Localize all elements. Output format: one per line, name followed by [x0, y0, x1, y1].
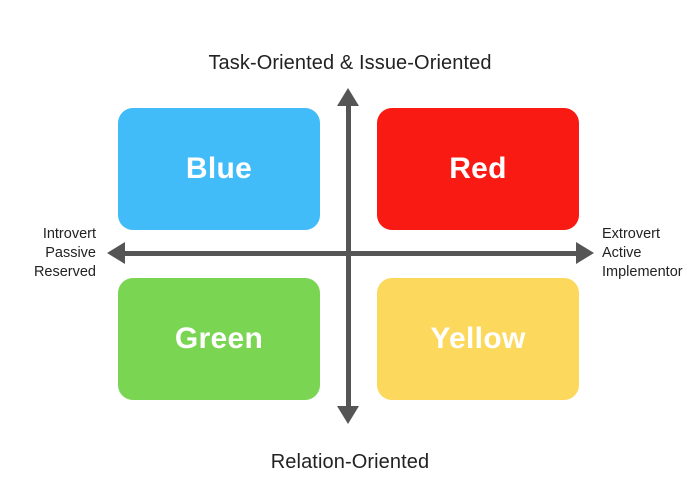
vertical-axis-top-label: Task-Oriented & Issue-Oriented	[208, 52, 492, 74]
right-label-active: Active	[602, 245, 642, 261]
vertical-axis-bottom-label: Relation-Oriented	[270, 451, 430, 473]
left-label-introvert: Introvert	[42, 226, 96, 242]
quadrant-green[interactable]: Green	[118, 278, 320, 400]
quadrant-blue[interactable]: Blue	[118, 108, 320, 230]
quadrant-yellow[interactable]: Yellow	[377, 278, 579, 400]
horizontal-axis-right-labels: Extrovert Active Implementor	[602, 225, 700, 282]
quadrant-red-label: Red	[449, 152, 507, 185]
quadrant-blue-label: Blue	[185, 152, 253, 185]
quadrant-yellow-label: Yellow	[430, 322, 526, 355]
right-label-implementor: Implementor	[602, 264, 683, 280]
arrow-down-icon	[337, 406, 359, 424]
quadrant-red[interactable]: Red	[377, 108, 579, 230]
horizontal-axis-left-labels: Introvert Passive Reserved	[0, 225, 96, 282]
quadrant-green-label: Green	[174, 322, 264, 355]
arrow-up-icon	[337, 88, 359, 106]
arrow-right-icon	[576, 242, 594, 264]
horizontal-axis-line	[122, 251, 578, 256]
left-label-reserved: Reserved	[33, 264, 96, 280]
vertical-axis-line	[346, 104, 351, 410]
left-label-passive: Passive	[45, 245, 96, 261]
right-label-extrovert: Extrovert	[602, 226, 661, 242]
arrow-left-icon	[107, 242, 125, 264]
